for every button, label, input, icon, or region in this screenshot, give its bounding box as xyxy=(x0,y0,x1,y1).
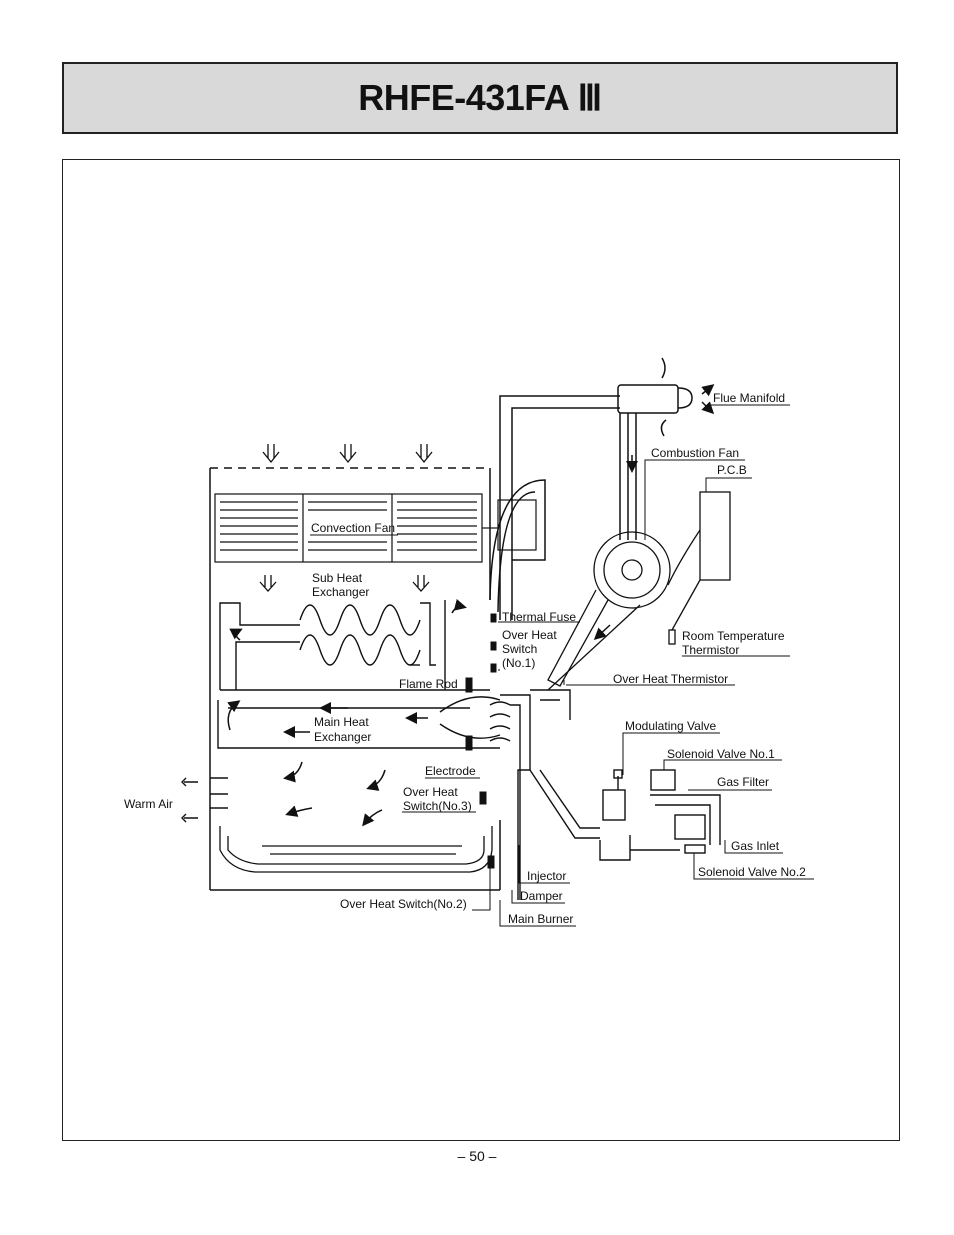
main-heat-exchanger xyxy=(217,696,501,749)
leader-lines xyxy=(310,404,814,927)
label-room-temperature-thermistor-line2: Thermistor xyxy=(682,643,739,657)
label-over-heat-switch-1-line3: (No.1) xyxy=(502,656,535,670)
label-thermal-fuse: Thermal Fuse xyxy=(502,610,576,624)
label-over-heat-switch-3-line2: Switch(No.3) xyxy=(403,799,472,813)
gas-piping xyxy=(529,769,721,861)
label-flame-rod: Flame Rod xyxy=(399,677,458,691)
warm-air-outlets xyxy=(181,777,228,823)
diagram-frame xyxy=(62,159,900,1141)
page-header: RHFE-431FA Ⅲ xyxy=(62,62,898,134)
label-over-heat-switch-1-line1: Over Heat xyxy=(502,628,557,642)
label-flue-manifold: Flue Manifold xyxy=(713,391,785,405)
label-combustion-fan: Combustion Fan xyxy=(651,446,739,460)
down-arrows-mid xyxy=(259,575,430,592)
label-solenoid-valve-2: Solenoid Valve No.2 xyxy=(698,865,806,879)
label-warm-air: Warm Air xyxy=(124,797,173,811)
label-over-heat-thermistor: Over Heat Thermistor xyxy=(613,672,728,686)
label-room-temperature-thermistor-line1: Room Temperature xyxy=(682,629,785,643)
intake-arrows xyxy=(262,444,433,464)
label-main-heat-exchanger-line2: Exchanger xyxy=(314,730,371,744)
label-solenoid-valve-1: Solenoid Valve No.1 xyxy=(667,747,775,761)
flow-arrows xyxy=(227,384,715,827)
label-main-heat-exchanger-line1: Main Heat xyxy=(314,715,369,729)
label-over-heat-switch-2: Over Heat Switch(No.2) xyxy=(340,897,467,911)
page-title: RHFE-431FA Ⅲ xyxy=(358,77,602,118)
label-sub-heat-exchanger-line1: Sub Heat xyxy=(312,571,363,585)
label-sub-heat-exchanger-line2: Exchanger xyxy=(312,585,369,599)
label-electrode: Electrode xyxy=(425,764,476,778)
label-pcb: P.C.B xyxy=(717,463,747,477)
label-main-burner: Main Burner xyxy=(508,912,573,926)
label-modulating-valve: Modulating Valve xyxy=(625,719,716,733)
label-convection-fan: Convection Fan xyxy=(311,521,395,535)
label-gas-filter: Gas Filter xyxy=(717,775,769,789)
label-gas-inlet: Gas Inlet xyxy=(731,839,780,853)
sensors xyxy=(465,613,497,869)
label-over-heat-switch-3-line1: Over Heat xyxy=(403,785,458,799)
page-number: – 50 – xyxy=(457,1148,497,1164)
label-injector: Injector xyxy=(527,869,566,883)
convection-fan xyxy=(214,493,537,563)
pcb xyxy=(668,491,731,645)
water-tray xyxy=(219,826,493,873)
cabinet xyxy=(209,467,501,891)
flue-ducts xyxy=(489,357,693,620)
label-damper: Damper xyxy=(520,889,563,903)
combustion-fan xyxy=(547,529,701,691)
label-over-heat-switch-1-line2: Switch xyxy=(502,642,537,656)
